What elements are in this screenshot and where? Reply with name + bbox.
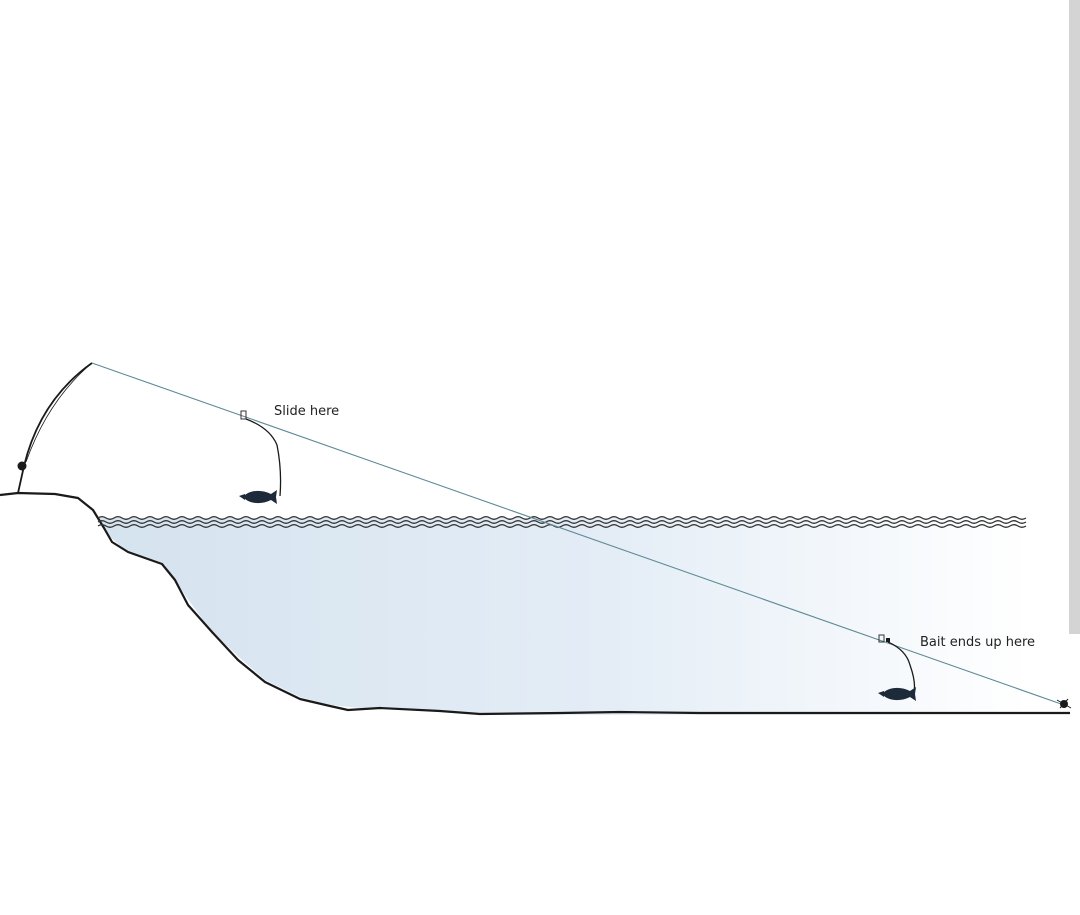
slide-here-label: Slide here [274, 404, 339, 419]
bait-ends-up-here-label: Bait ends up here [920, 635, 1035, 650]
leader-line-lower [887, 641, 916, 693]
clip-icon [878, 634, 890, 643]
main-fishing-line [91, 362, 1065, 706]
water-body [98, 518, 1030, 715]
shoreline-bank [0, 491, 1070, 716]
water-surface-waves [97, 516, 1027, 528]
wave-line [97, 524, 1027, 528]
sinker-icon [1056, 698, 1072, 709]
fish-icon [239, 490, 277, 504]
fishing-rod-icon [17, 362, 93, 494]
wave-line [97, 516, 1027, 520]
clip-icon [240, 410, 247, 420]
leader-line-upper [245, 418, 282, 497]
wave-line [97, 520, 1027, 524]
scrollbar[interactable] [1069, 0, 1080, 634]
